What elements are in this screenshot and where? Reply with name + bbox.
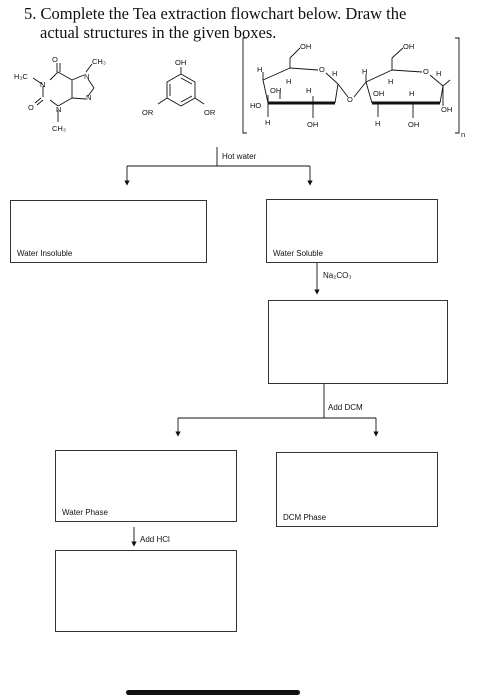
caffeine-n3: N — [86, 93, 91, 102]
caffeine-methyl-left: H₃C — [14, 72, 28, 81]
chemical-structures: O CH₃ H₃C N N N N O CH₃ OH OR OR — [14, 37, 465, 139]
caffeine-o-top: O — [52, 55, 58, 64]
cellulose-o-bridge: O — [347, 95, 353, 104]
cellulose-oh-7: OH — [408, 120, 419, 129]
phenol-or-right: OR — [204, 108, 216, 117]
phenol-or-left: OR — [142, 108, 154, 117]
question-text: 5. Complete the Tea extraction flowchart… — [24, 4, 464, 42]
caffeine-methyl-bottom: CH₃ — [52, 124, 66, 133]
cellulose-oh-6: OH — [441, 105, 452, 114]
cellulose-h-6: H — [362, 67, 367, 76]
cellulose-oh-2: OH — [403, 42, 414, 51]
water-phase-label: Water Phase — [62, 508, 108, 517]
cellulose-oh-5: OH — [373, 89, 384, 98]
step-add-dcm: Add DCM — [328, 403, 363, 412]
caffeine-methyl-top: CH₃ — [92, 57, 106, 66]
home-indicator[interactable] — [126, 690, 300, 695]
cellulose-structure — [242, 37, 460, 134]
cellulose-h-10: H — [375, 119, 380, 128]
water-soluble-label: Water Soluble — [273, 249, 323, 258]
step-add-hcl: Add HCl — [140, 535, 170, 544]
cellulose-h-7: H — [388, 77, 393, 86]
dcm-phase-box[interactable]: DCM Phase — [276, 452, 438, 527]
after-na2co3-box[interactable] — [268, 300, 448, 384]
cellulose-h-4: H — [306, 86, 311, 95]
after-hcl-box[interactable] — [55, 550, 237, 632]
phenol-structure — [157, 67, 205, 107]
cellulose-oh-3: OH — [270, 86, 281, 95]
cellulose-h-5: H — [265, 118, 270, 127]
cellulose-oh-4: OH — [307, 120, 318, 129]
question-line-2: actual structures in the given boxes. — [40, 23, 277, 42]
question-line-1: 5. Complete the Tea extraction flowchart… — [24, 4, 407, 23]
cellulose-oh-1: OH — [300, 42, 311, 51]
caffeine-structure — [32, 63, 95, 122]
cellulose-h-1: H — [257, 65, 262, 74]
cellulose-n-subscript: n — [461, 130, 465, 139]
cellulose-h-8: H — [436, 69, 441, 78]
caffeine-o-bottom: O — [28, 103, 34, 112]
caffeine-n2: N — [84, 72, 89, 81]
cellulose-h-9: H — [409, 89, 414, 98]
dcm-phase-label: DCM Phase — [283, 513, 327, 522]
phenol-oh: OH — [175, 58, 186, 67]
cellulose-o-ring-1: O — [319, 65, 325, 74]
cellulose-o-ring-2: O — [423, 67, 429, 76]
step-hot-water: Hot water — [222, 152, 257, 161]
cellulose-ho: HO — [250, 101, 261, 110]
water-insoluble-box[interactable]: Water Insoluble — [10, 200, 207, 263]
cellulose-h-2: H — [286, 77, 291, 86]
water-phase-box[interactable]: Water Phase — [55, 450, 237, 522]
caffeine-n4: N — [56, 105, 61, 114]
caffeine-n1: N — [40, 80, 45, 89]
cellulose-h-3: H — [332, 69, 337, 78]
water-soluble-box[interactable]: Water Soluble — [266, 199, 438, 263]
step-na2co3: Na₂CO₃ — [323, 271, 352, 280]
water-insoluble-label: Water Insoluble — [17, 249, 73, 258]
